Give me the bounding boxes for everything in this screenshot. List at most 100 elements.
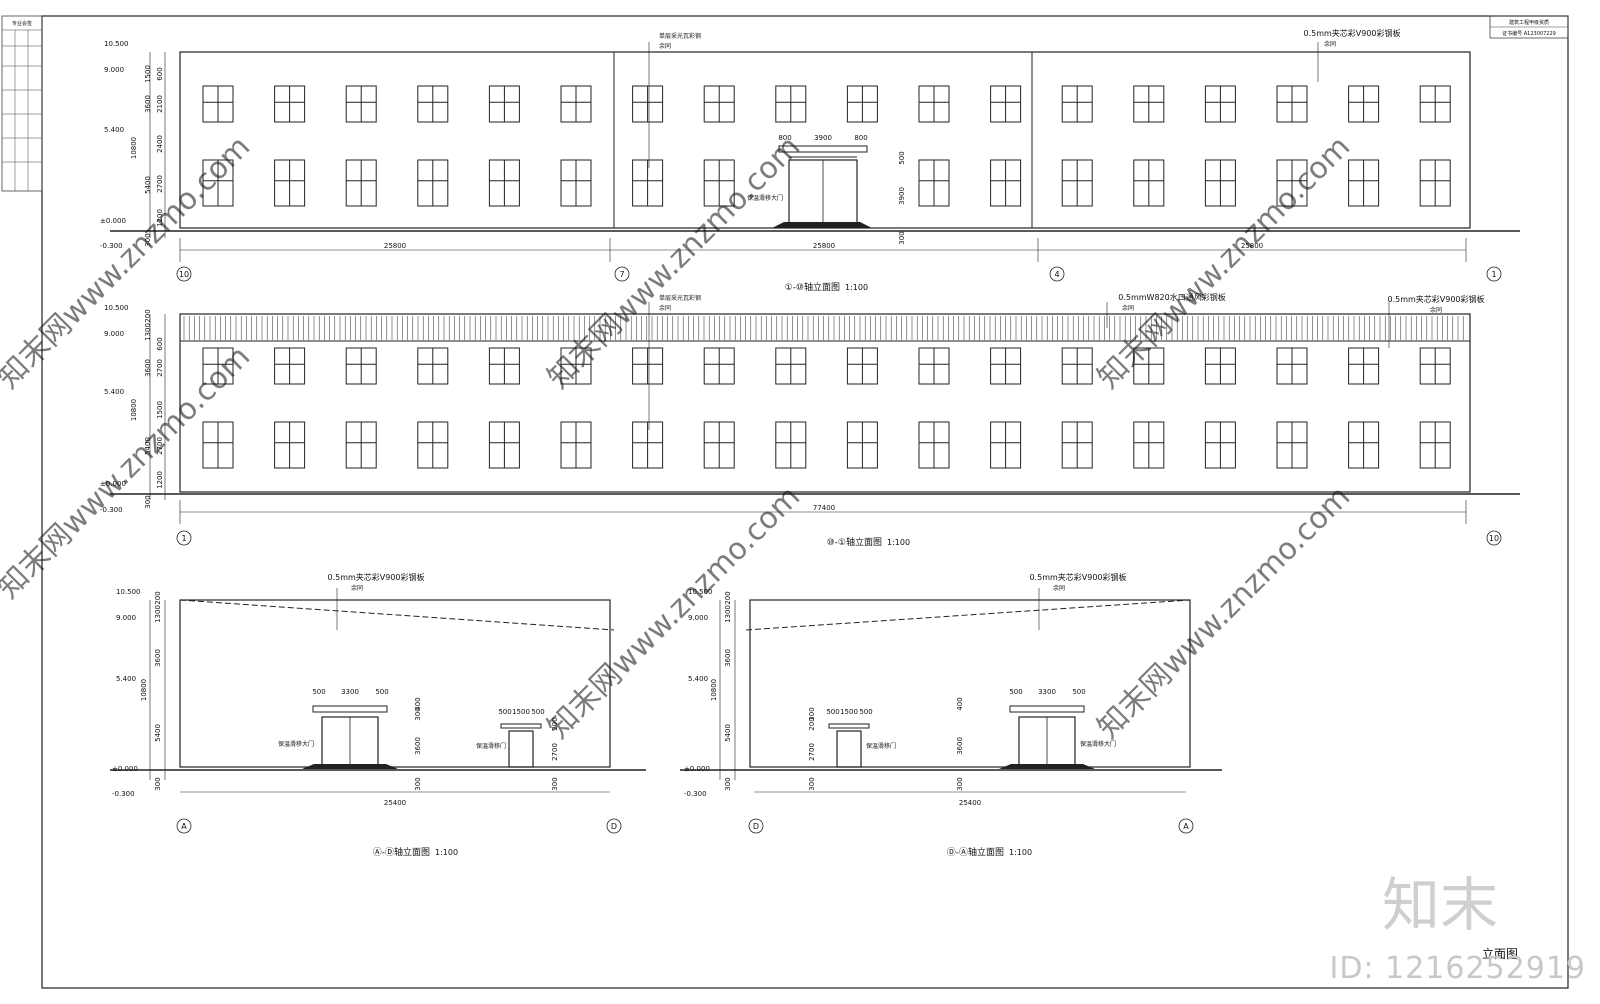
window [417,421,449,469]
level-label: 5.400 [104,126,124,134]
span-dim: 25800 [813,242,835,250]
detail-dim: 2400 [156,135,164,153]
small-door [508,730,534,768]
vertical-dim: 300 [154,777,162,790]
window [1276,347,1308,385]
level-label: 9.000 [688,614,708,622]
vertical-dim: 10800 [710,679,718,701]
window [1204,421,1236,469]
roof-annotation-same: 余同 [1430,306,1442,314]
window [417,85,449,123]
vertical-dim: 5400 [144,437,152,455]
vertical-dim: 200 [154,591,162,604]
window [560,421,592,469]
roof-annotation: 0.5mm夹芯彩V900彩钢板 [1029,572,1126,582]
elevation-caption: ⑩-①轴立面图 [827,536,882,548]
elevation-a-d [110,588,646,793]
door-label: 保温滑移门 [866,742,896,750]
door-dim: 3300 [1038,688,1056,696]
axis-bubbles-3: A D Ⓐ-Ⓓ轴立面图 1:100 [176,818,622,858]
vertical-dim: 3600 [724,649,732,667]
window [990,85,1022,123]
door-dim: 800 [778,134,791,142]
roof-annotation-same: 余同 [1324,40,1336,48]
window [1419,421,1451,469]
door-dim: 500 [859,708,872,716]
window [990,421,1022,469]
level-label: ±0.000 [100,480,126,488]
level-label: 9.000 [116,614,136,622]
window [1133,421,1165,469]
window [1276,159,1308,207]
axis-label: 10 [179,270,189,279]
axis-bubbles-2: 1 10 ⑩-①轴立面图 1:100 [176,530,1502,548]
side-dim: 400 [956,697,964,710]
window [846,421,878,469]
window [703,159,735,207]
door-dim: 500 [531,708,544,716]
vertical-dim: 3600 [154,649,162,667]
door-dim: 500 [1009,688,1022,696]
door-label: 保温滑移大门 [747,194,783,202]
door-label: 保温滑移大门 [1080,740,1116,748]
countersign-label: 专业会签 [12,20,32,27]
skylight-annotation-same: 余同 [659,304,671,312]
vertical-dim: 1300 [154,605,162,623]
window [1204,85,1236,123]
window [488,85,520,123]
window [846,85,878,123]
window [703,85,735,123]
axis-label: 10 [1489,534,1499,543]
vertical-dim: 300 [724,777,732,790]
window [202,421,234,469]
door-dim: 800 [854,134,867,142]
window [560,159,592,207]
window [202,159,234,207]
side-dim: 200 [808,717,816,730]
side-dim: 3600 [414,737,422,755]
watermark-text: 知末网www.znzmo.com [1091,479,1357,745]
skylight-annotation: 单层采光瓦彩钢 [659,294,701,302]
vertical-dim: 200 [144,309,152,322]
window [274,421,306,469]
window [1348,159,1380,207]
axis-label: 7 [619,270,624,279]
sheet-border [41,15,1569,989]
side-dim: 3600 [956,737,964,755]
window [1348,347,1380,385]
span-dim: 25800 [1241,242,1263,250]
door-label: 保温滑移门 [476,742,506,750]
vertical-dim: 5400 [144,176,152,194]
window [488,347,520,385]
window [632,347,664,385]
roof-annotation: 0.5mm夹芯彩V900彩钢板 [1387,294,1484,304]
level-label: 10.500 [104,40,129,48]
side-dim: 2700 [808,743,816,761]
axis-bubbles-4: D A Ⓓ-Ⓐ轴立面图 1:100 [748,818,1194,858]
window [202,85,234,123]
window [846,347,878,385]
level-label: ±0.000 [100,217,126,225]
watermark-text: 知末网www.znzmo.com [541,479,807,745]
door-dim: 500 [1072,688,1085,696]
elevation-caption: Ⓐ-Ⓓ轴立面图 [373,846,430,858]
level-label: 5.400 [116,675,136,683]
door-dim: 3300 [341,688,359,696]
window [1061,85,1093,123]
door-side-dim: 300 [898,231,906,244]
level-label: 10.500 [116,588,141,596]
vertical-dim: 1300 [724,605,732,623]
window [632,85,664,123]
door-dim: 500 [312,688,325,696]
detail-dim: 1200 [156,471,164,489]
vertical-dim: 300 [144,233,152,246]
door-dim: 500 [375,688,388,696]
window [417,347,449,385]
gable-outline [749,599,1191,768]
elevation-d-a [680,588,1222,793]
window [1133,347,1165,385]
window [345,421,377,469]
window [488,421,520,469]
axis-label: D [753,822,759,831]
